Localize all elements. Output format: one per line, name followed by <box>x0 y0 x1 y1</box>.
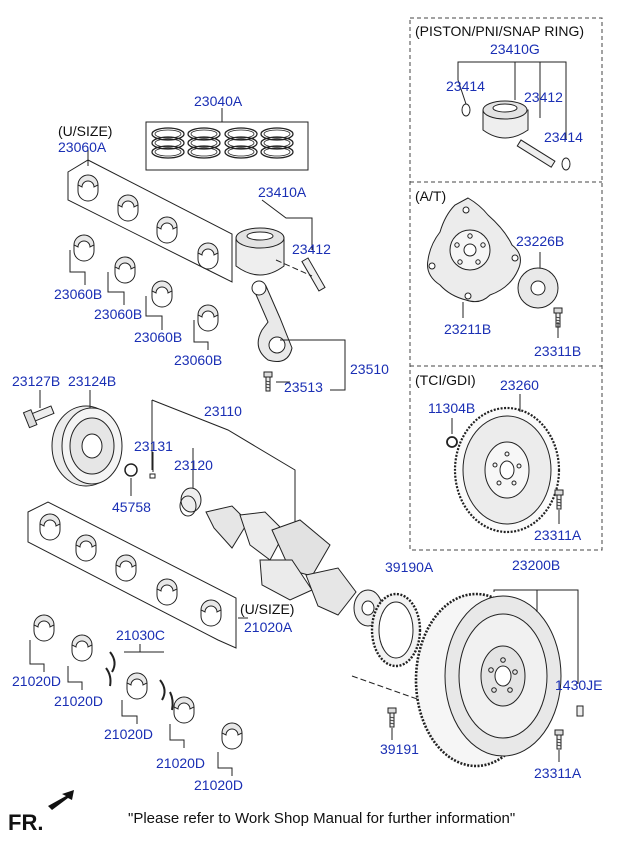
label-23311A-bottom: 23311A <box>534 765 582 781</box>
crankshaft-drawing <box>151 399 383 627</box>
label-at-title: (A/T) <box>415 188 446 204</box>
label-23124B: 23124B <box>68 373 116 389</box>
labels: 23040A (U/SIZE) 23060A 23410A 23412 2306… <box>8 23 602 835</box>
label-21020D-1: 21020D <box>12 673 61 689</box>
label-23211B: 23211B <box>444 321 491 337</box>
pulley-drawing <box>22 390 156 496</box>
upper-bearing-set-drawing <box>67 148 233 350</box>
label-tci-title: (TCI/GDI) <box>415 372 476 388</box>
label-23260: 23260 <box>500 377 539 393</box>
piston-rings-drawing <box>145 108 309 171</box>
label-23060A: 23060A <box>58 139 107 155</box>
label-23060B-3: 23060B <box>134 329 182 345</box>
label-23410G: 23410G <box>490 41 540 57</box>
label-23226B: 23226B <box>516 233 564 249</box>
label-usize-bottom: (U/SIZE) <box>240 601 294 617</box>
label-23060B-1: 23060B <box>54 286 102 302</box>
label-21030C: 21030C <box>116 627 165 643</box>
label-23200B: 23200B <box>512 557 560 573</box>
front-direction-arrow <box>48 790 74 810</box>
label-23060B-4: 23060B <box>174 352 222 368</box>
label-23311B: 23311B <box>534 343 581 359</box>
label-23127B: 23127B <box>12 373 60 389</box>
label-11304B: 11304B <box>428 400 475 416</box>
label-21020A: 21020A <box>244 619 293 635</box>
label-21020D-3: 21020D <box>104 726 153 742</box>
label-23311A-box: 23311A <box>534 527 582 543</box>
label-1430JE: 1430JE <box>555 677 602 693</box>
label-usize-top: (U/SIZE) <box>58 123 112 139</box>
label-23414-a: 23414 <box>446 78 485 94</box>
drive-plate-drawing <box>427 197 563 338</box>
label-23110: 23110 <box>204 403 242 419</box>
dual-mass-flywheel-drawing <box>414 589 584 768</box>
label-23410A: 23410A <box>258 184 307 200</box>
label-21020D-4: 21020D <box>156 755 205 771</box>
label-23412-mid: 23412 <box>292 241 331 257</box>
flywheel-tci-drawing <box>446 394 564 534</box>
fr-label: FR. <box>8 810 43 835</box>
label-23131: 23131 <box>134 438 173 454</box>
piston-conrod-drawing <box>235 199 346 392</box>
label-23412-box: 23412 <box>524 89 563 105</box>
label-39190A: 39190A <box>385 559 434 575</box>
flex-plate-drawing <box>351 592 422 740</box>
label-23414-b: 23414 <box>544 129 583 145</box>
label-21020D-5: 21020D <box>194 777 243 793</box>
label-45758: 45758 <box>112 499 151 515</box>
footer-note: "Please refer to Work Shop Manual for fu… <box>128 810 515 827</box>
label-23513: 23513 <box>284 379 323 395</box>
label-23510: 23510 <box>350 361 389 377</box>
label-23060B-2: 23060B <box>94 306 142 322</box>
variant-box <box>409 17 603 551</box>
label-21020D-2: 21020D <box>54 693 103 709</box>
label-piston-kit-title: (PISTON/PNI/SNAP RING) <box>415 23 584 39</box>
piston-kit-drawing <box>457 61 571 171</box>
label-39191: 39191 <box>380 741 419 757</box>
label-23120: 23120 <box>174 457 213 473</box>
label-23040A: 23040A <box>194 93 243 109</box>
lower-bearing-set-drawing <box>27 501 248 776</box>
